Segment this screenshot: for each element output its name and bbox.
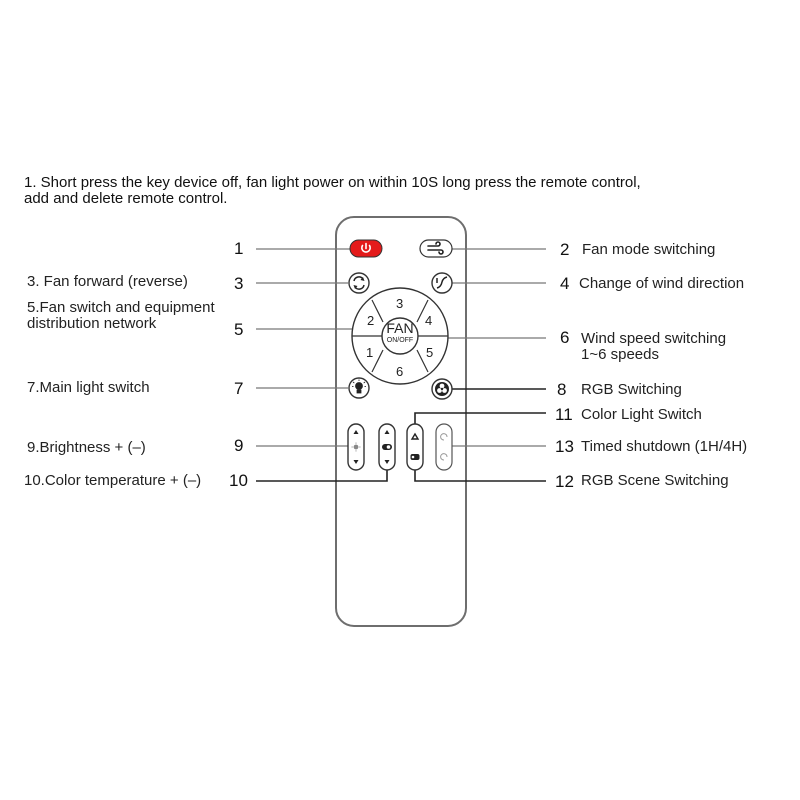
color-temp-down-arrow[interactable] [384, 460, 390, 464]
timer-4h-icon [440, 453, 448, 461]
intro-text: 1. Short press the key device off, fan l… [24, 175, 784, 207]
callout-number-10: 10 [229, 471, 248, 490]
callout-number-3: 3 [234, 274, 244, 293]
timer-rocker[interactable] [435, 423, 453, 471]
callout-label-7: 7.Main light switch [27, 379, 150, 396]
fan-power-button[interactable] [381, 317, 419, 355]
callout-label-6-line-1: Wind speed switching [581, 330, 727, 347]
callout-number-11: 11 [555, 405, 573, 424]
callout-number-6: 6 [560, 328, 570, 347]
swing-icon [436, 276, 448, 289]
callout-label-11: Color Light Switch [581, 406, 702, 423]
callout-label-5-line-1: 5.Fan switch and equipment [27, 299, 215, 316]
rotate-arrows-icon [353, 276, 365, 290]
callout-label-10: 10.Color temperature + (–) [24, 472, 202, 489]
callout-label-5: 5.Fan switch and equipment distribution … [27, 300, 215, 332]
brightness-rocker[interactable] [347, 423, 365, 471]
leader-lines-right-dark [414, 388, 546, 482]
speed-1-button[interactable]: 1 [366, 345, 374, 360]
intro-line-1: 1. Short press the key device off, fan l… [24, 174, 641, 191]
lightbulb-icon [352, 379, 366, 394]
brightness-up-arrow[interactable] [353, 430, 359, 434]
fan-direction-button[interactable] [348, 272, 370, 294]
speed-5-button[interactable]: 5 [426, 345, 434, 360]
callout-number-2: 2 [560, 240, 570, 259]
callout-number-7: 7 [234, 379, 244, 398]
callout-number-12: 12 [555, 472, 574, 491]
callout-label-5-line-2: distribution network [27, 315, 157, 332]
power-icon [361, 242, 371, 253]
color-temp-icon [382, 444, 392, 450]
callout-number-1: 1 [234, 239, 244, 258]
speed-3-button[interactable]: 3 [396, 296, 404, 311]
speed-2-button[interactable]: 2 [367, 313, 375, 328]
callout-label-12: RGB Scene Switching [581, 472, 729, 489]
intro-line-2: add and delete remote control. [24, 190, 228, 207]
callout-number-9: 9 [234, 436, 244, 455]
wind-direction-button[interactable] [431, 272, 453, 294]
callout-number-13: 13 [555, 437, 574, 456]
fan-mode-button[interactable] [419, 239, 453, 258]
color-temp-rocker[interactable] [378, 423, 396, 471]
callout-label-3: 3. Fan forward (reverse) [27, 273, 188, 290]
wind-icon [427, 241, 444, 255]
callout-number-4: 4 [560, 274, 570, 293]
rgb-button[interactable] [431, 378, 453, 400]
speed-4-button[interactable]: 4 [425, 313, 433, 328]
rgb-circles-icon [435, 382, 449, 396]
color-scene-rocker[interactable] [406, 423, 424, 471]
brightness-down-arrow[interactable] [353, 460, 359, 464]
main-light-button[interactable] [348, 377, 370, 399]
power-button[interactable] [349, 239, 383, 258]
callout-number-8: 8 [557, 380, 567, 399]
fan-label: FAN [386, 320, 414, 336]
callout-label-8: RGB Switching [581, 381, 682, 398]
recycle-icon [410, 432, 420, 440]
callout-number-5: 5 [234, 320, 244, 339]
leader-line-10 [256, 470, 388, 482]
timer-1h-icon [440, 433, 448, 441]
color-temp-up-arrow[interactable] [384, 430, 390, 434]
callout-label-13: Timed shutdown (1H/4H) [581, 438, 748, 455]
callout-label-6-line-2: 1~6 speeds [581, 346, 659, 363]
speed-6-button[interactable]: 6 [396, 364, 404, 379]
sun-icon [351, 442, 361, 452]
fan-onoff-label: ON/OFF [386, 337, 414, 344]
scene-icon [410, 454, 420, 460]
callout-label-4: Change of wind direction [579, 275, 745, 292]
callout-label-6: Wind speed switching 1~6 speeds [581, 331, 726, 363]
callout-label-9: 9.Brightness + (–) [27, 439, 146, 456]
callout-label-2: Fan mode switching [582, 241, 716, 258]
